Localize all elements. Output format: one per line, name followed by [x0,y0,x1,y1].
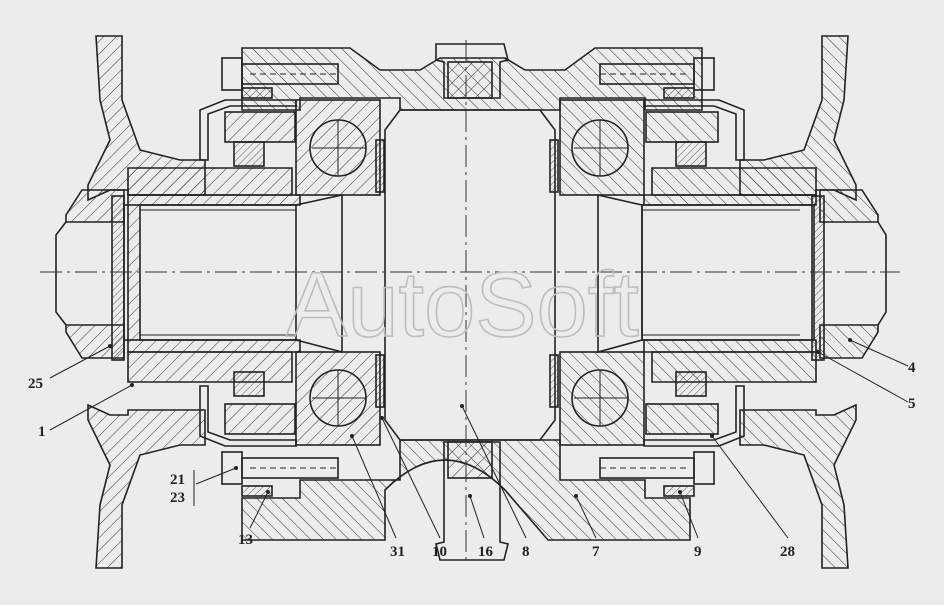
right-seal-cap-bottom [643,371,745,447]
callout-labels: 25 1 21 23 13 31 10 16 8 7 9 28 4 5 [28,360,916,560]
left-bearing-top [295,99,385,196]
left-nut [55,189,125,361]
callout-28: 28 [780,544,795,560]
right-seal-cap-top [643,99,745,167]
callout-13: 13 [238,532,253,548]
callout-25: 25 [28,376,43,392]
callout-7: 7 [592,544,600,560]
inner-spacer [384,109,556,441]
bolt-top-left [221,57,339,99]
left-bearing-bottom [295,351,385,446]
left-seal-cap-top [199,99,297,167]
right-nut [811,189,887,361]
leader-lines [49,338,909,539]
callout-10: 10 [432,544,447,560]
left-seal-cap-bottom [199,371,297,447]
bolt-top-right [599,57,715,99]
callout-23: 23 [170,490,185,506]
callout-21: 21 [170,472,185,488]
right-bearing-bottom [549,351,645,446]
callout-9: 9 [694,544,702,560]
top-plug [435,43,509,99]
bottom-plug [435,441,509,561]
callout-31: 31 [390,544,405,560]
callout-1: 1 [38,424,46,440]
right-bearing-top [549,99,645,196]
left-flange-hub [87,35,301,569]
watermark-text: AutoSoft [286,254,639,356]
callout-4: 4 [908,360,916,376]
callout-16: 16 [478,544,494,560]
callout-8: 8 [522,544,530,560]
callout-5: 5 [908,396,916,412]
bolt-bottom-left [221,451,339,497]
